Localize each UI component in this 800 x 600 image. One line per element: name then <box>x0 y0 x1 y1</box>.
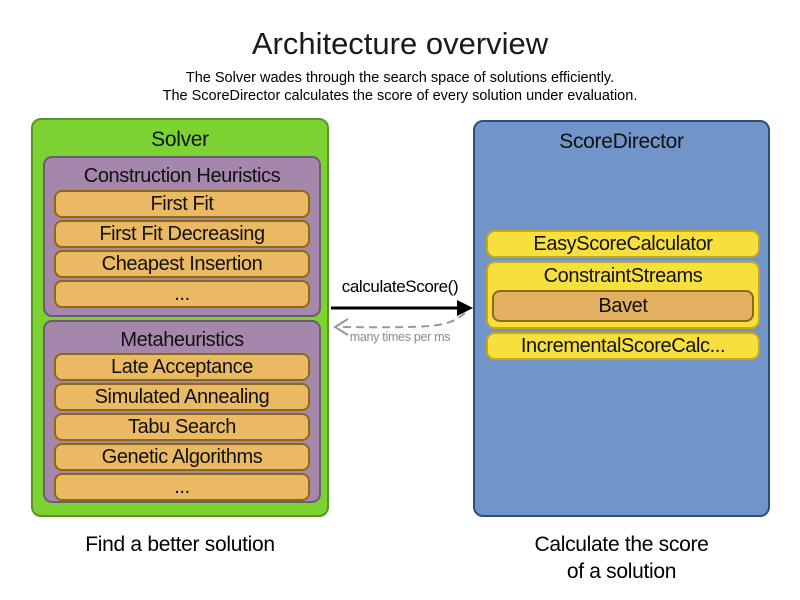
page-title: Architecture overview <box>251 26 549 61</box>
construction-heuristics-group: Construction Heuristics First Fit First … <box>43 156 321 317</box>
subtitle-line-2: The ScoreDirector calculates the score o… <box>162 87 638 104</box>
construction-heuristics-label: Construction Heuristics <box>83 165 281 187</box>
solver-box: Solver Construction Heuristics First Fit… <box>31 118 329 517</box>
incremental-score-calculator-item: IncrementalScoreCalc... <box>486 332 760 360</box>
score-director-caption: Calculate the score of a solution <box>473 531 770 585</box>
algorithm-item: First Fit <box>54 190 310 218</box>
algorithm-item: Cheapest Insertion <box>54 250 310 278</box>
metaheuristics-group: Metaheuristics Late Acceptance Simulated… <box>43 320 321 503</box>
calculator-item-label: IncrementalScoreCalc... <box>520 334 726 357</box>
algorithm-item: First Fit Decreasing <box>54 220 310 248</box>
solver-caption: Find a better solution <box>85 533 275 556</box>
bavet-item-label: Bavet <box>598 294 648 317</box>
dashed-return-arrow-line <box>342 312 466 329</box>
algorithm-item-label: ... <box>174 475 190 498</box>
frequency-label: many times per ms <box>349 330 451 344</box>
score-director-caption-line-1: Calculate the score <box>534 533 709 556</box>
algorithm-item: ... <box>54 473 310 501</box>
algorithm-item: ... <box>54 280 310 308</box>
score-director-label: ScoreDirector <box>559 130 684 153</box>
algorithm-item-label: First Fit Decreasing <box>99 222 265 245</box>
algorithm-item: Simulated Annealing <box>54 383 310 411</box>
constraint-streams-label: ConstraintStreams <box>543 265 703 287</box>
algorithm-item-label: Genetic Algorithms <box>101 445 263 468</box>
calculate-score-label: calculateScore() <box>341 277 459 296</box>
algorithm-item-label: Cheapest Insertion <box>101 252 263 275</box>
algorithm-item-label: Late Acceptance <box>111 355 253 378</box>
algorithm-item: Genetic Algorithms <box>54 443 310 471</box>
algorithm-item-label: ... <box>174 282 190 305</box>
algorithm-item-label: Simulated Annealing <box>94 385 270 408</box>
algorithm-item-label: First Fit <box>150 192 214 215</box>
constraint-streams-group: ConstraintStreams Bavet <box>486 261 760 329</box>
algorithm-item: Late Acceptance <box>54 353 310 381</box>
calculator-item-label: EasyScoreCalculator <box>533 232 713 255</box>
solid-arrow-head <box>457 300 473 316</box>
score-director-caption-line-2: of a solution <box>566 560 677 583</box>
easy-score-calculator-item: EasyScoreCalculator <box>486 230 760 258</box>
score-director-box: ScoreDirector EasyScoreCalculator Constr… <box>473 120 770 517</box>
metaheuristics-label: Metaheuristics <box>120 329 244 351</box>
solver-label: Solver <box>151 128 209 151</box>
bavet-item: Bavet <box>492 290 754 322</box>
algorithm-item: Tabu Search <box>54 413 310 441</box>
subtitle-line-1: The Solver wades through the search spac… <box>185 70 615 86</box>
algorithm-item-label: Tabu Search <box>128 415 236 438</box>
